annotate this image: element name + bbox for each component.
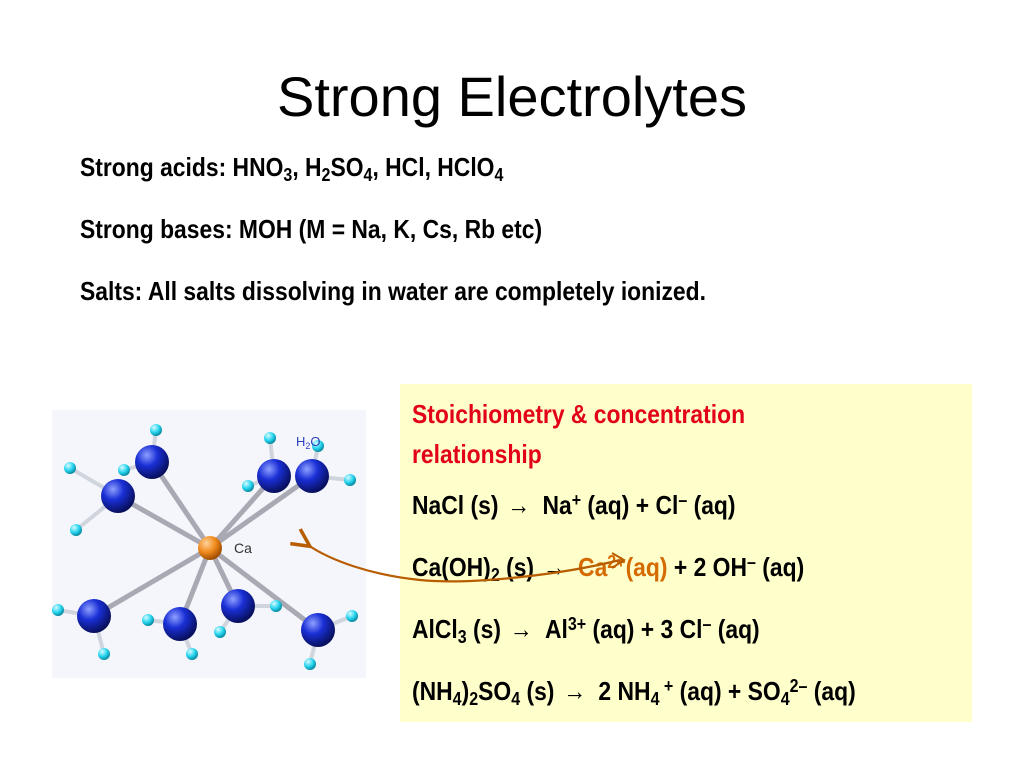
slide-title: Strong Electrolytes bbox=[277, 65, 747, 128]
bullet-list: Strong acids: HNO3, H2SO4, HCl, HClO4 St… bbox=[80, 150, 872, 336]
water-label: H2O bbox=[296, 434, 321, 451]
reaction-arrow-icon: → bbox=[509, 614, 533, 644]
reaction-arrow-icon: → bbox=[542, 552, 566, 582]
box-header-line1: Stoichiometry & concentration bbox=[412, 399, 746, 429]
strong-acids-line: Strong acids: HNO3, H2SO4, HCl, HClO4 bbox=[80, 152, 504, 186]
equation-nacl: NaCl (s)→Na+ (aq) + Cl– (aq) bbox=[412, 489, 736, 520]
equation-caoh2: Ca(OH)2 (s)→Ca2+(aq) + 2 OH– (aq) bbox=[412, 551, 805, 586]
calcium-hydrate-structure-image: Ca H2O bbox=[52, 410, 366, 678]
ca-label: Ca bbox=[234, 540, 252, 556]
reaction-arrow-icon: → bbox=[507, 490, 531, 520]
salts-line: Salts: All salts dissolving in water are… bbox=[80, 276, 706, 306]
calcium-ion-highlight: Ca2+(aq) bbox=[578, 551, 668, 582]
equation-nh4-2so4: (NH4)2SO4 (s)→2 NH4 + (aq) + SO42– (aq) bbox=[412, 675, 856, 710]
box-header-line2: relationship bbox=[412, 439, 542, 469]
reaction-arrow-icon: → bbox=[563, 676, 587, 706]
equation-alcl3: AlCl3 (s)→Al3+ (aq) + 3 Cl– (aq) bbox=[412, 613, 760, 648]
stoichiometry-box: Stoichiometry & concentration relationsh… bbox=[400, 384, 972, 722]
calcium-atom bbox=[198, 536, 222, 560]
strong-bases-line: Strong bases: MOH (M = Na, K, Cs, Rb etc… bbox=[80, 214, 543, 244]
molecule-illustration: Ca H2O bbox=[52, 424, 358, 670]
